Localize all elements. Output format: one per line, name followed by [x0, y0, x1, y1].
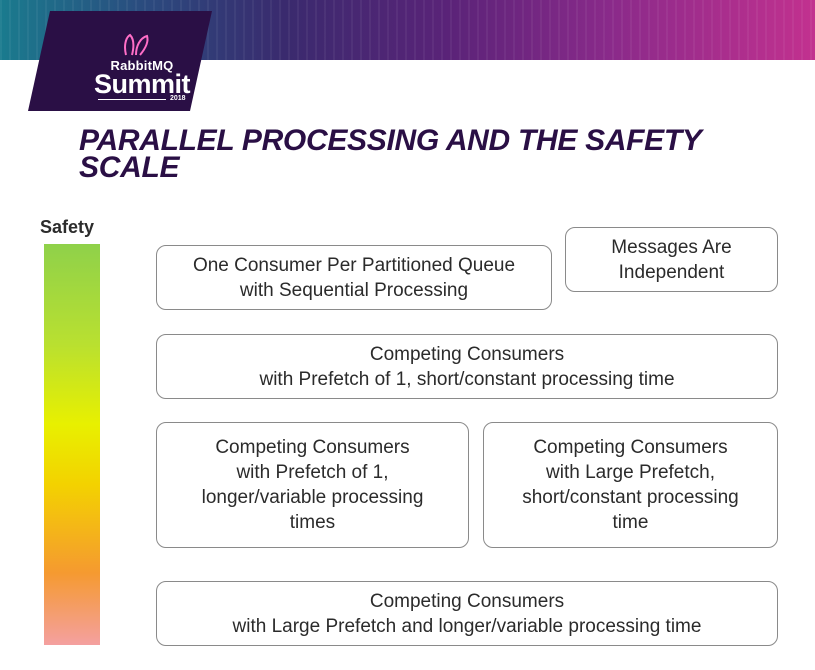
approach-box-independent-messages: Messages Are Independent — [565, 227, 778, 292]
approach-box-prefetch-1-short: Competing Consumers with Prefetch of 1, … — [156, 334, 778, 399]
slide-title: PARALLEL PROCESSING AND THE SAFETY SCALE — [79, 124, 702, 184]
logo-underline — [98, 99, 166, 100]
approach-box-text: Competing Consumers with Large Prefetch,… — [522, 437, 739, 533]
approach-box-text: Messages Are Independent — [611, 236, 732, 283]
logo-event-text: Summit — [93, 69, 191, 99]
approach-box-large-prefetch-variable: Competing Consumers with Large Prefetch … — [156, 581, 778, 646]
rabbitmq-summit-logo: RabbitMQ Summit 2018 — [28, 11, 212, 111]
approach-box-text: Competing Consumers with Prefetch of 1, … — [201, 437, 424, 533]
logo-brand-text: RabbitMQ — [110, 58, 174, 73]
approach-box-text: Competing Consumers with Large Prefetch … — [232, 590, 702, 637]
safety-scale-label: Safety — [40, 217, 95, 237]
approach-box-text: Competing Consumers with Prefetch of 1, … — [259, 343, 675, 390]
rabbit-ears-icon — [122, 33, 158, 62]
logo-year-text: 2018 — [170, 95, 186, 102]
approach-box-partitioned-queue: One Consumer Per Partitioned Queue with … — [156, 245, 552, 310]
approach-box-text: One Consumer Per Partitioned Queue with … — [192, 254, 516, 301]
safety-scale-bar — [44, 244, 100, 645]
approach-box-large-prefetch-short: Competing Consumers with Large Prefetch,… — [483, 422, 778, 548]
approach-box-prefetch-1-variable: Competing Consumers with Prefetch of 1, … — [156, 422, 469, 548]
